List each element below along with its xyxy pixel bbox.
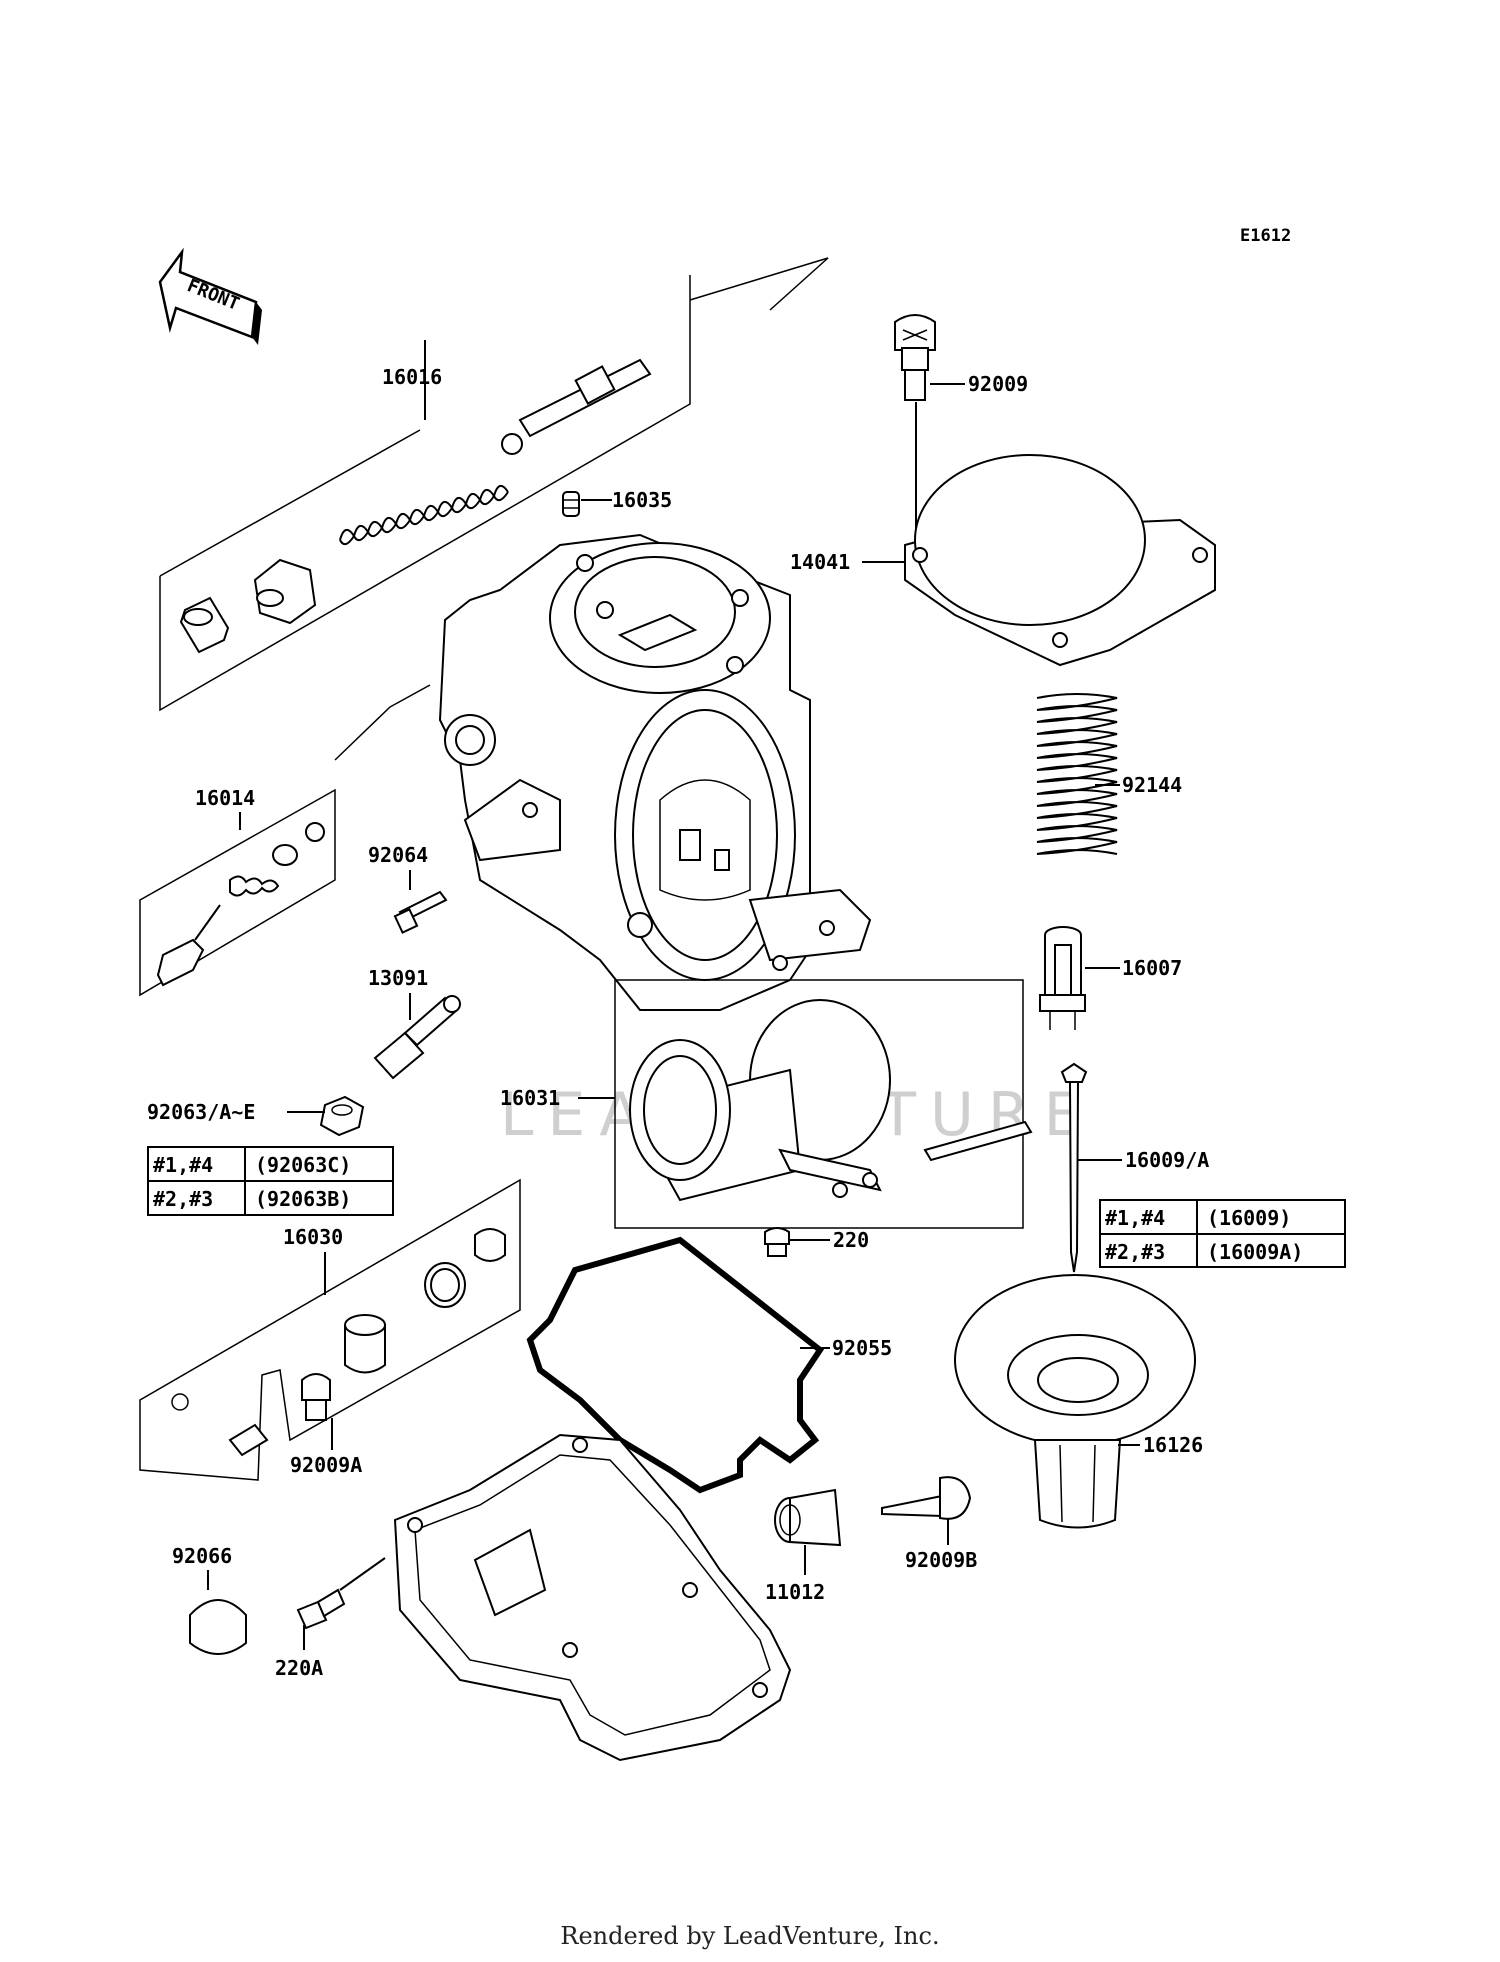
label-11012: 11012 xyxy=(765,1580,825,1604)
label-92009: 92009 xyxy=(968,372,1028,396)
part-220 xyxy=(764,1227,790,1257)
table-16009: #1,#4 (16009) #2,#3 (16009A) xyxy=(1099,1199,1346,1268)
label-92009B: 92009B xyxy=(905,1548,977,1572)
label-92063: 92063/A~E xyxy=(147,1100,255,1124)
footer-credit: Rendered by LeadVenture, Inc. xyxy=(560,1922,940,1950)
part-92064 xyxy=(393,890,448,934)
diagram-code: E1612 xyxy=(1240,226,1291,246)
table-92063-row2-cyl: #2,#3 xyxy=(153,1187,213,1211)
label-92144: 92144 xyxy=(1122,773,1182,797)
part-92144 xyxy=(1036,693,1118,855)
part-16031-slide xyxy=(614,979,1033,1229)
label-14041: 14041 xyxy=(790,550,850,574)
part-16030-set xyxy=(139,1178,521,1481)
part-13091 xyxy=(373,995,461,1080)
label-92066: 92066 xyxy=(172,1544,232,1568)
label-16016: 16016 xyxy=(382,365,442,389)
part-16014-set xyxy=(139,788,336,997)
label-92009A: 92009A xyxy=(290,1453,362,1477)
part-16035 xyxy=(562,491,580,517)
label-92064: 92064 xyxy=(368,843,428,867)
part-16016-assembly xyxy=(159,257,829,761)
part-92009 xyxy=(894,314,936,401)
table-92063-row1-part: (92063C) xyxy=(255,1153,351,1177)
label-16031: 16031 xyxy=(500,1086,560,1110)
part-16007 xyxy=(1039,926,1086,1030)
carburetor-body xyxy=(438,533,872,1011)
front-arrow-icon: FRONT xyxy=(158,247,262,345)
part-92055 xyxy=(526,1236,825,1494)
part-92063 xyxy=(319,1095,365,1137)
part-92066 xyxy=(189,1599,247,1655)
label-16030: 16030 xyxy=(283,1225,343,1249)
table-16009-row1-part: (16009) xyxy=(1207,1206,1291,1230)
table-16009-row2-part: (16009A) xyxy=(1207,1240,1303,1264)
part-92009A xyxy=(301,1373,331,1421)
table-16009-row2-cyl: #2,#3 xyxy=(1105,1240,1165,1264)
label-16035: 16035 xyxy=(612,488,672,512)
part-92009B xyxy=(881,1476,972,1520)
table-92063-row2-part: (92063B) xyxy=(255,1187,351,1211)
table-92063-row1-cyl: #1,#4 xyxy=(153,1153,213,1177)
table-16009-row1-cyl: #1,#4 xyxy=(1105,1206,1165,1230)
label-13091: 13091 xyxy=(368,966,428,990)
label-16126: 16126 xyxy=(1143,1433,1203,1457)
part-11012 xyxy=(774,1488,842,1547)
part-16009 xyxy=(1060,1062,1088,1273)
label-16007: 16007 xyxy=(1122,956,1182,980)
label-16009: 16009/A xyxy=(1125,1148,1209,1172)
label-220A: 220A xyxy=(275,1656,323,1680)
part-16126 xyxy=(954,1274,1196,1529)
label-16014: 16014 xyxy=(195,786,255,810)
float-bowl xyxy=(393,1433,792,1762)
label-92055: 92055 xyxy=(832,1336,892,1360)
table-92063: #1,#4 (92063C) #2,#3 (92063B) xyxy=(147,1146,394,1216)
part-220A xyxy=(296,1588,346,1630)
label-220: 220 xyxy=(833,1228,869,1252)
part-14041 xyxy=(904,454,1216,667)
